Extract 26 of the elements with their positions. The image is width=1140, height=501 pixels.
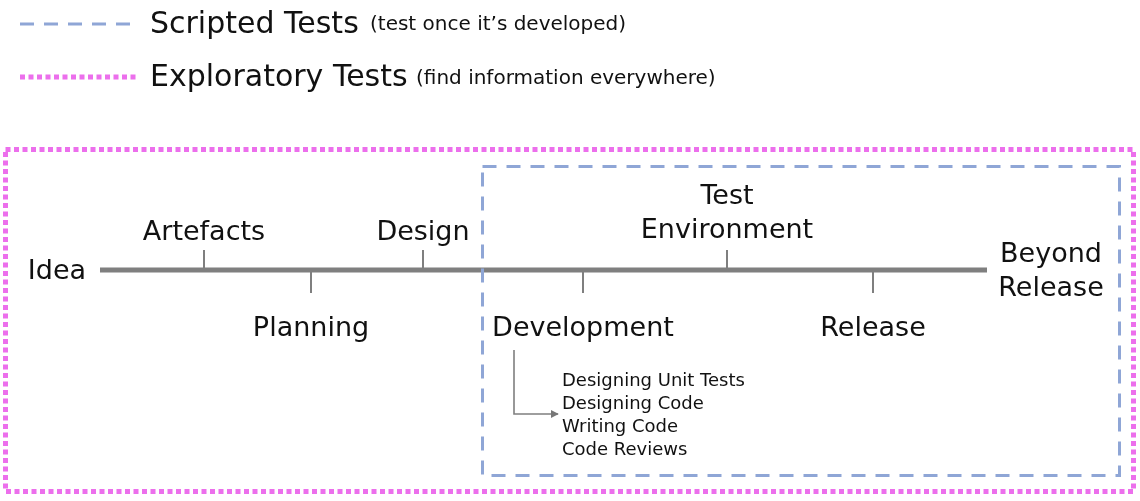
phase-label: Artefacts: [128, 197, 280, 250]
legend-label: Exploratory Tests: [150, 57, 408, 95]
phase-label: Release: [808, 293, 938, 346]
tick-mark: [310, 269, 312, 294]
tick-mark: [422, 249, 424, 271]
phase-label: Planning: [236, 293, 386, 346]
timeline: [100, 267, 987, 273]
tick-mark: [203, 249, 205, 271]
phase-label: Test Environment: [622, 178, 832, 250]
tick-mark: [582, 269, 584, 294]
dotted-frame: [3, 147, 1136, 494]
arrow: [513, 349, 559, 418]
phase-label: Beyond Release: [987, 236, 1115, 306]
task-item: Writing Code: [562, 414, 680, 437]
phase-label: Idea: [14, 253, 100, 289]
dashed-frame: [481, 165, 1121, 477]
phase-label: Design: [362, 197, 484, 250]
task-item: Code Reviews: [562, 437, 689, 460]
task-item: Designing Code: [562, 391, 705, 414]
tick-mark: [872, 269, 874, 294]
legend-note: (find information everywhere): [416, 64, 716, 90]
phase-label: Development: [484, 293, 682, 346]
legend-label: Scripted Tests: [150, 4, 359, 42]
task-item: Designing Unit Tests: [562, 368, 746, 391]
tick-mark: [726, 249, 728, 271]
legend-note: (test once it’s developed): [370, 10, 627, 36]
